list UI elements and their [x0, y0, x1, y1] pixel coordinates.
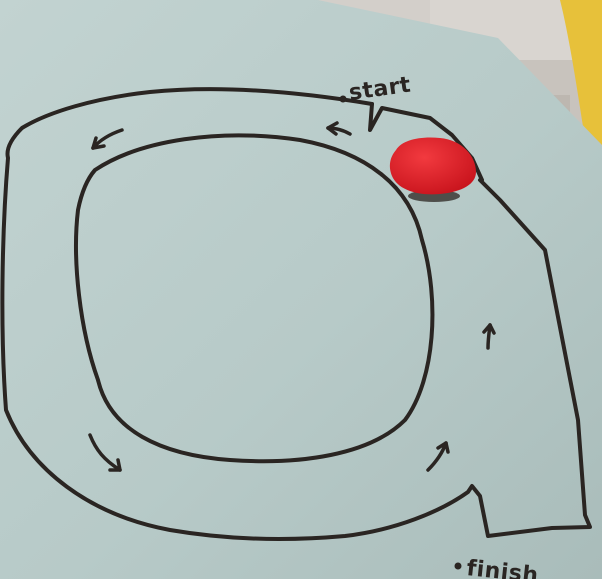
- start-dot: [340, 96, 347, 103]
- finish-dot: [455, 563, 462, 570]
